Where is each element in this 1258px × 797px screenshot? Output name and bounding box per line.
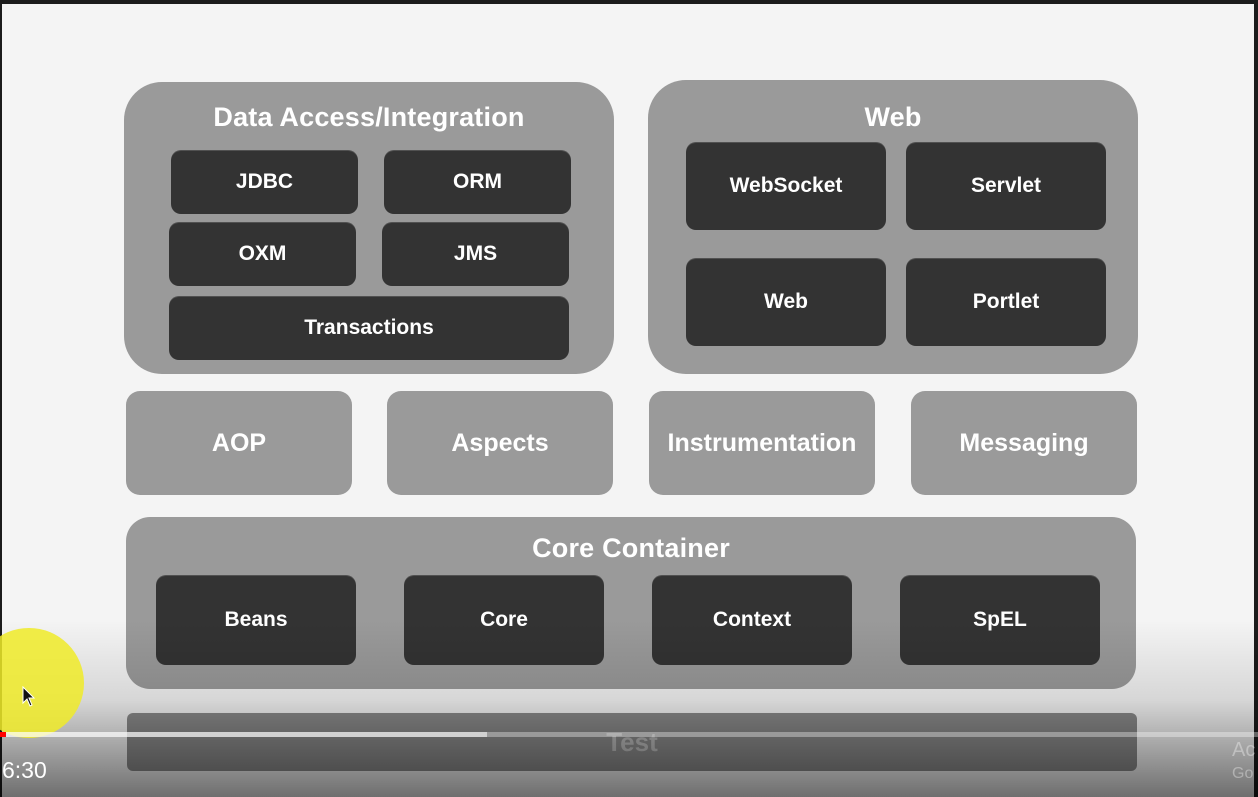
websocket-box: WebSocket: [686, 142, 886, 230]
core-container-group: Core Container Beans Core Context SpEL: [126, 517, 1136, 689]
aspects-box: Aspects: [387, 391, 613, 495]
web-title: Web: [864, 102, 922, 132]
spel-box: SpEL: [900, 575, 1100, 665]
data-access-group: Data Access/Integration JDBC ORM OXM JMS…: [124, 82, 614, 374]
edge-text-line1: Ac: [1232, 739, 1256, 761]
progress-buffered: [0, 732, 487, 737]
progress-played: [0, 732, 7, 737]
edge-text-line2: Go: [1232, 765, 1254, 782]
current-time: 6:30: [2, 757, 47, 783]
instrumentation-box: Instrumentation: [649, 391, 875, 495]
mouse-pointer-icon: [22, 685, 36, 713]
context-box: Context: [652, 575, 852, 665]
data-access-title: Data Access/Integration: [213, 102, 525, 132]
web-group: Web WebSocket Servlet Web Portlet: [648, 80, 1138, 374]
orm-box: ORM: [384, 150, 571, 214]
test-box: Test: [127, 713, 1137, 771]
web-box: Web: [686, 258, 886, 346]
portlet-box: Portlet: [906, 258, 1106, 346]
servlet-box: Servlet: [906, 142, 1106, 230]
jdbc-box: JDBC: [171, 150, 358, 214]
aop-box: AOP: [126, 391, 352, 495]
cursor-highlight-circle: [0, 628, 84, 738]
video-frame[interactable]: Data Access/Integration JDBC ORM OXM JMS…: [2, 4, 1254, 797]
core-container-title: Core Container: [532, 533, 730, 563]
messaging-box: Messaging: [911, 391, 1137, 495]
oxm-box: OXM: [169, 222, 356, 286]
beans-box: Beans: [156, 575, 356, 665]
jms-box: JMS: [382, 222, 569, 286]
edge-overlay-text: Ac Go: [1232, 738, 1258, 786]
progress-bar[interactable]: [0, 732, 1258, 737]
core-box: Core: [404, 575, 604, 665]
transactions-box: Transactions: [169, 296, 569, 360]
